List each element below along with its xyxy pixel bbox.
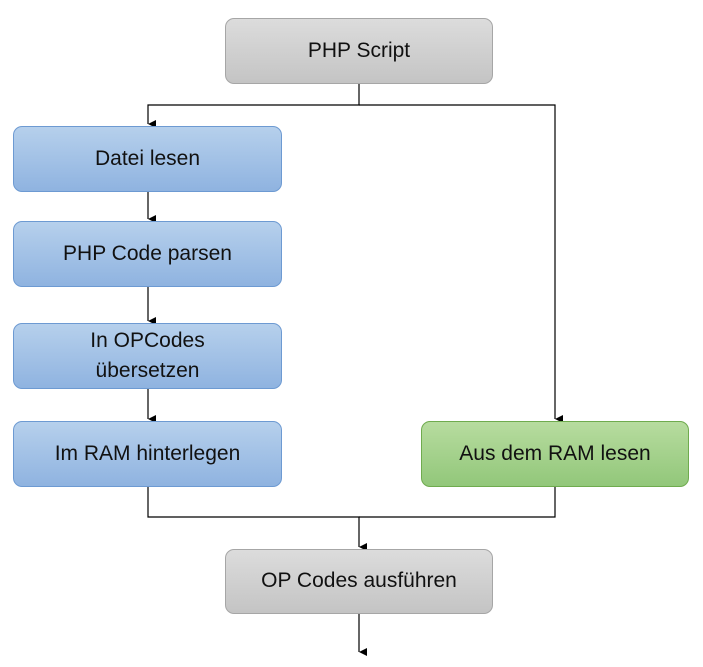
edge-script-to-datei-lesen <box>147 84 360 128</box>
edge-ram-lesen-to-ausfuehren <box>359 487 556 518</box>
node-im-ram-hinterlegen: Im RAM hinterlegen <box>13 421 282 487</box>
node-aus-dem-ram-lesen: Aus dem RAM lesen <box>421 421 689 487</box>
node-php-script: PHP Script <box>225 18 493 84</box>
node-php-code-parsen: PHP Code parsen <box>13 221 282 287</box>
node-datei-lesen: Datei lesen <box>13 126 282 192</box>
node-in-opcodes-uebersetzen: In OPCodes übersetzen <box>13 323 282 389</box>
edge-script-to-ram-lesen <box>359 104 563 423</box>
edge-ram-hinterlegen-to-ausfuehren <box>147 487 367 551</box>
node-op-codes-ausfuehren: OP Codes ausführen <box>225 549 493 614</box>
